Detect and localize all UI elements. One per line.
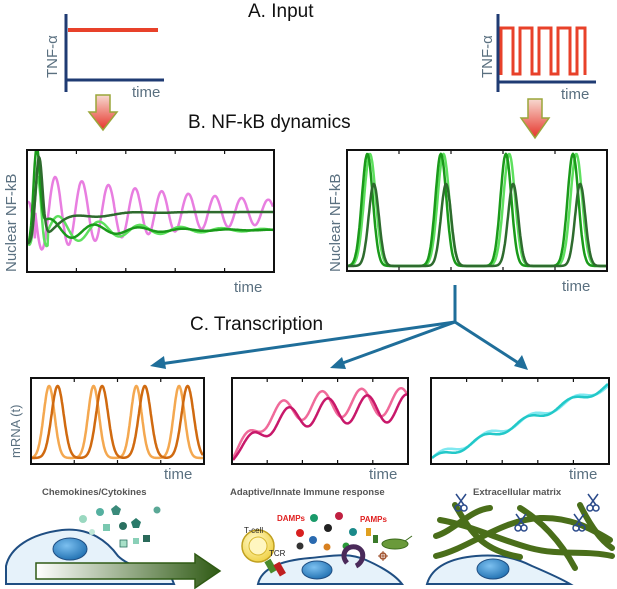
mrna-trace-dark xyxy=(32,384,204,460)
nfkb-trace-mid xyxy=(27,150,273,245)
nfkb-ylabel-right: Nuclear NF-kB xyxy=(327,174,344,272)
label-pamps: PAMPs xyxy=(360,515,388,524)
nucleus-icon xyxy=(52,537,88,561)
tcr-receptor-icon xyxy=(264,558,277,574)
scissors-icon xyxy=(454,493,468,512)
chevron-arrow-icon xyxy=(35,552,222,589)
caption-ecm: Extracellular matrix xyxy=(473,487,562,498)
nfkb-trace-dark xyxy=(27,154,273,245)
label-damps: DAMPs xyxy=(277,514,306,523)
nfkb-trace-mid xyxy=(347,152,606,268)
cell-illustration-immune: T-cell TCR DAMPs PAMPs xyxy=(241,512,413,585)
nfkb-plot-pulsed: Nuclear NF-kB time xyxy=(327,149,608,295)
arrow-down-icon xyxy=(519,98,551,140)
nfkb-xlabel-right: time xyxy=(562,278,590,295)
scissors-icon xyxy=(514,513,528,532)
nfkb-ylabel-left: Nuclear NF-kB xyxy=(3,174,20,272)
scissors-icon xyxy=(586,493,600,512)
mrna-plot-ecm: time xyxy=(430,377,610,483)
input-ylabel-right: TNF-α xyxy=(479,35,496,78)
input-xlabel-right: time xyxy=(561,86,589,103)
ecm-fibers xyxy=(433,502,615,571)
mrna-xlabel-1: time xyxy=(164,466,192,483)
mrna-plot-immune: time xyxy=(231,377,409,483)
nfkb-xlabel-left: time xyxy=(234,279,262,296)
mrna-xlabel-3: time xyxy=(569,466,597,483)
nfkb-plot-constant: Nuclear NF-kB time xyxy=(3,149,275,296)
scissors-icon xyxy=(572,513,586,532)
receptor-icon xyxy=(341,544,366,569)
mrna-trace-light xyxy=(31,384,203,460)
cytokine-particles xyxy=(79,505,161,548)
section-title-dynamics: B. NF-kB dynamics xyxy=(188,112,351,133)
caption-chemokines: Chemokines/Cytokines xyxy=(42,487,147,498)
pamp-particles xyxy=(366,528,413,561)
nucleus-icon xyxy=(476,558,510,580)
cell-illustration-ecm xyxy=(425,493,615,585)
caption-immune: Adaptive/Innate Immune response xyxy=(230,487,385,498)
input-xlabel-left: time xyxy=(132,84,160,101)
mrna-trace-dark xyxy=(232,393,407,461)
cell-illustration-chemokines xyxy=(5,505,222,589)
input-plot-constant: TNF-α time xyxy=(44,14,164,101)
mrna-ylabel: mRNA (t) xyxy=(8,405,23,458)
transcription-connector xyxy=(150,285,528,370)
arrow-down-icon xyxy=(87,94,119,132)
mrna-trace-light xyxy=(232,386,408,459)
input-plot-pulsed: TNF-α time xyxy=(479,14,596,103)
mhc-receptor-icon xyxy=(273,561,286,577)
label-tcr: TCR xyxy=(269,549,286,558)
damp-particles xyxy=(296,512,357,551)
section-title-input: A. Input xyxy=(248,1,314,22)
mrna-trace-dark xyxy=(431,383,609,459)
input-ylabel-left: TNF-α xyxy=(44,35,61,78)
mrna-xlabel-2: time xyxy=(369,466,397,483)
nucleus-icon xyxy=(301,560,333,580)
mrna-plot-chemokines: mRNA (t) time xyxy=(8,377,205,483)
nfkb-trace-dark xyxy=(348,182,606,268)
input-pulse-line xyxy=(499,26,587,76)
section-title-transcription: C. Transcription xyxy=(190,314,323,335)
label-tcell: T-cell xyxy=(244,526,263,535)
